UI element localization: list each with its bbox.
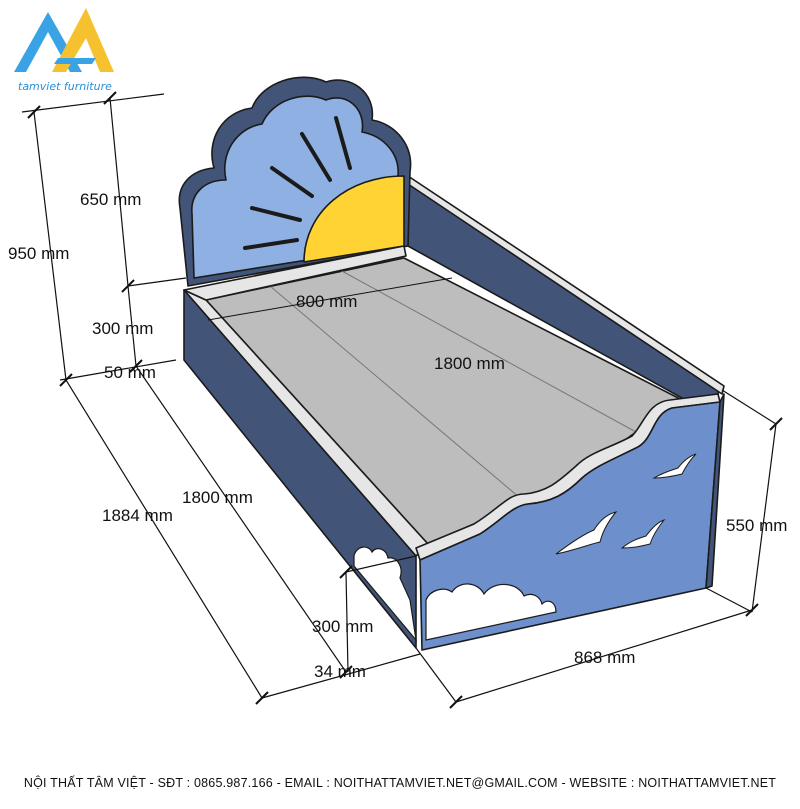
footboard-edge: [705, 393, 725, 589]
bird-large-icon: [555, 511, 618, 555]
label-total-height: 950 mm: [8, 244, 69, 263]
footer-email: EMAIL : NOITHATTAMVIET.NET@GMAIL.COM: [284, 776, 558, 790]
headboard-rim: [183, 245, 407, 301]
label-side-length: 1800 mm: [182, 488, 253, 507]
label-inner-width: 800 mm: [296, 292, 357, 311]
mattress-seam-left: [269, 285, 521, 499]
footer-company: NỘI THẤT TÂM VIỆT: [23, 776, 146, 790]
bird-small-icon: [652, 453, 697, 479]
footer-phone: SĐT : 0865.987.166: [157, 776, 273, 790]
mattress-seam-right: [339, 269, 637, 433]
footer-contact: NỘI THẤT TÂM VIỆT - SĐT : 0865.987.166 -…: [0, 776, 800, 790]
brand-name: tamviet furniture: [18, 80, 112, 93]
brand-logo: tamviet furniture: [14, 8, 114, 93]
cloud-icon: [425, 583, 557, 641]
label-headboard-height: 650 mm: [80, 190, 141, 209]
label-front-lower-height: 300 mm: [312, 617, 373, 636]
footer-separator: -: [276, 776, 281, 790]
sun-icon: [303, 175, 405, 263]
logo-bar-icon: [54, 58, 96, 64]
label-side-height: 300 mm: [92, 319, 153, 338]
logo-right-triangle-icon: [52, 8, 114, 72]
label-inner-length: 1800 mm: [434, 354, 505, 373]
label-front-thickness: 34 mm: [314, 662, 366, 681]
bird-medium-icon: [620, 518, 666, 549]
dimension-ticks: [27, 91, 783, 709]
footer-separator: -: [561, 776, 566, 790]
label-total-width: 868 mm: [574, 648, 635, 667]
sun-rays-icon: [243, 116, 352, 250]
dimension-lines: [21, 93, 777, 703]
footer-separator: -: [149, 776, 154, 790]
footer-website: WEBSITE : NOITHATTAMVIET.NET: [569, 776, 777, 790]
side-cloud-icon: [353, 546, 417, 643]
label-total-length: 1884 mm: [102, 506, 173, 525]
label-front-height: 550 mm: [726, 516, 787, 535]
bed: [178, 76, 725, 651]
birds-icon: [555, 453, 697, 555]
label-headboard-thickness: 50 mm: [104, 363, 156, 382]
